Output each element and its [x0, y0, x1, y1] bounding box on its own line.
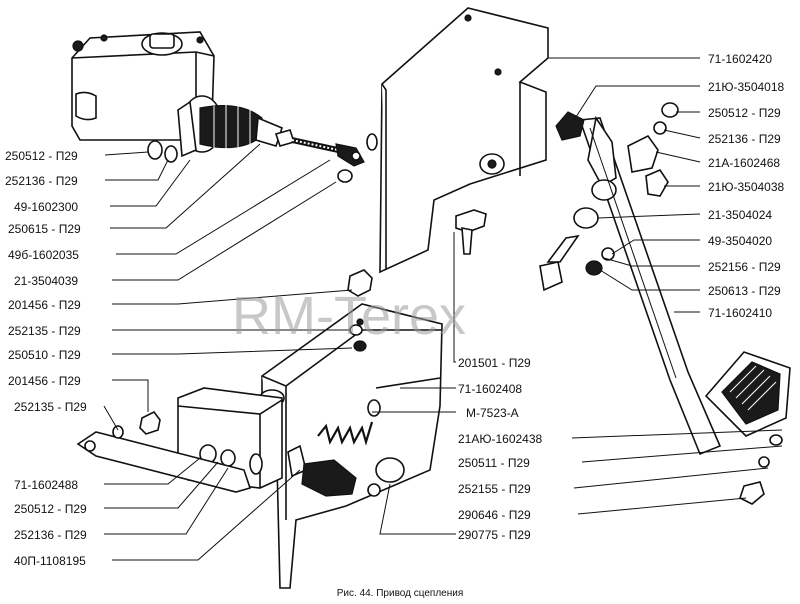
pedal-bracket — [379, 7, 549, 274]
lower-bolts — [112, 269, 405, 497]
part-label: 21Ю-3504018 — [708, 80, 785, 94]
part-label: 21А-1602468 — [708, 156, 780, 170]
part-label: 250512 - П29 — [5, 149, 78, 163]
part-label: 250615 - П29 — [8, 222, 81, 236]
master-cylinder-boot — [177, 95, 283, 158]
part-label: 49б-1602035 — [8, 248, 79, 262]
part-label: 250511 - П29 — [458, 456, 530, 470]
part-label: 252155 - П29 — [458, 482, 531, 496]
watermark: RM-Terex — [232, 286, 466, 346]
part-label: 252135 - П29 — [14, 400, 87, 414]
part-label: 252136 - П29 — [708, 132, 781, 146]
labels-left: 250512 - П29 252136 - П29 49-1602300 250… — [5, 149, 87, 568]
part-label: 71-1602420 — [708, 52, 772, 66]
part-label: 252136 - П29 — [5, 174, 78, 188]
pedal-bushings — [539, 102, 679, 292]
part-label: 49-1602300 — [14, 200, 78, 214]
part-label: 71-1602408 — [458, 382, 522, 396]
lower-bracket — [259, 303, 443, 589]
clutch-pedal — [578, 115, 722, 456]
part-label: 71-1602488 — [14, 478, 78, 492]
part-label: 290775 - П29 — [458, 528, 531, 542]
labels-center: 201501 - П29 71-1602408 М-7523-А 21АЮ-16… — [458, 356, 543, 542]
bolt-center — [455, 209, 487, 255]
pedal-pad — [704, 351, 791, 437]
part-label: 201501 - П29 — [458, 356, 531, 370]
leader-lines — [103, 57, 783, 561]
part-label: 252156 - П29 — [708, 260, 781, 274]
part-label: М-7523-А — [466, 406, 519, 420]
part-label: 201456 - П29 — [8, 298, 81, 312]
part-label: 250510 - П29 — [8, 348, 81, 362]
part-label: 290646 - П29 — [458, 508, 531, 522]
pushrod — [274, 129, 378, 167]
figure-caption: Рис. 44. Привод сцепления — [337, 588, 464, 599]
part-label: 250613 - П29 — [708, 284, 781, 298]
part-label: 49-3504020 — [708, 234, 772, 248]
part-label: 250512 - П29 — [14, 502, 87, 516]
part-label: 21Ю-3504038 — [708, 180, 785, 194]
labels-right: 71-1602420 21Ю-3504018 250512 - П29 2521… — [708, 52, 785, 320]
part-label: 21-3504039 — [14, 274, 78, 288]
part-label: 21АЮ-1602438 — [458, 432, 543, 446]
part-label: 201456 - П29 — [8, 374, 81, 388]
part-label: 250512 - П29 — [708, 106, 781, 120]
part-label: 40П-1108195 — [14, 554, 86, 568]
part-label: 71-1602410 — [708, 306, 772, 320]
lower-linkage-rod — [76, 431, 252, 493]
washers-left-top — [147, 140, 353, 183]
part-label: 252135 - П29 — [8, 324, 81, 338]
pedal-stop-bolt — [739, 434, 783, 505]
part-label: 252136 - П29 — [14, 528, 87, 542]
part-label: 21-3504024 — [708, 208, 772, 222]
